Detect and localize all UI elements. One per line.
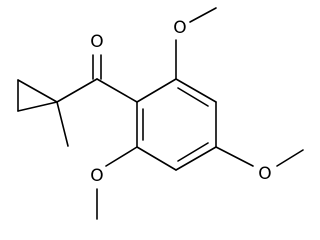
atom-o-methoxy-right: O <box>258 164 271 184</box>
atom-o-methoxy-top: O <box>173 18 186 38</box>
bond-ring-4-5 <box>175 146 217 171</box>
bond-o-ch3-right <box>276 149 304 167</box>
chemical-structure: O O O O <box>17 7 304 220</box>
bond-ring-o-right <box>215 146 254 167</box>
bond-carbonyl-ring <box>96 78 138 103</box>
label-o-methoxy-bottom: O <box>90 166 103 186</box>
bond-ring-inner-c <box>177 142 209 162</box>
carbonyl-double-bond <box>92 54 102 80</box>
bond-o-ch3-top <box>189 7 217 23</box>
methoxy-bottom <box>96 146 138 220</box>
bond-ring-5-6 <box>136 146 177 171</box>
methoxy-right <box>215 146 304 167</box>
cyclopropyl-ring <box>17 79 58 112</box>
bond-ring-inner-b <box>177 87 209 107</box>
bond-ring-o-bottom <box>105 146 138 167</box>
atom-o-carbonyl: O <box>90 32 103 52</box>
bond-cp-c-a <box>17 101 58 112</box>
methoxy-top <box>175 7 217 80</box>
label-o-methoxy-right: O <box>258 164 271 184</box>
bond-ring-2-3 <box>175 78 217 103</box>
atom-o-methoxy-bottom: O <box>90 166 103 186</box>
label-o-carbonyl: O <box>90 32 103 52</box>
bond-cp-carbonyl <box>56 78 98 103</box>
benzene-ring <box>136 78 217 171</box>
label-o-methoxy-top: O <box>173 18 186 38</box>
bond-ring-1-2 <box>136 78 177 103</box>
bond-methyl <box>56 101 69 147</box>
bond-cp-a-b <box>17 79 58 103</box>
